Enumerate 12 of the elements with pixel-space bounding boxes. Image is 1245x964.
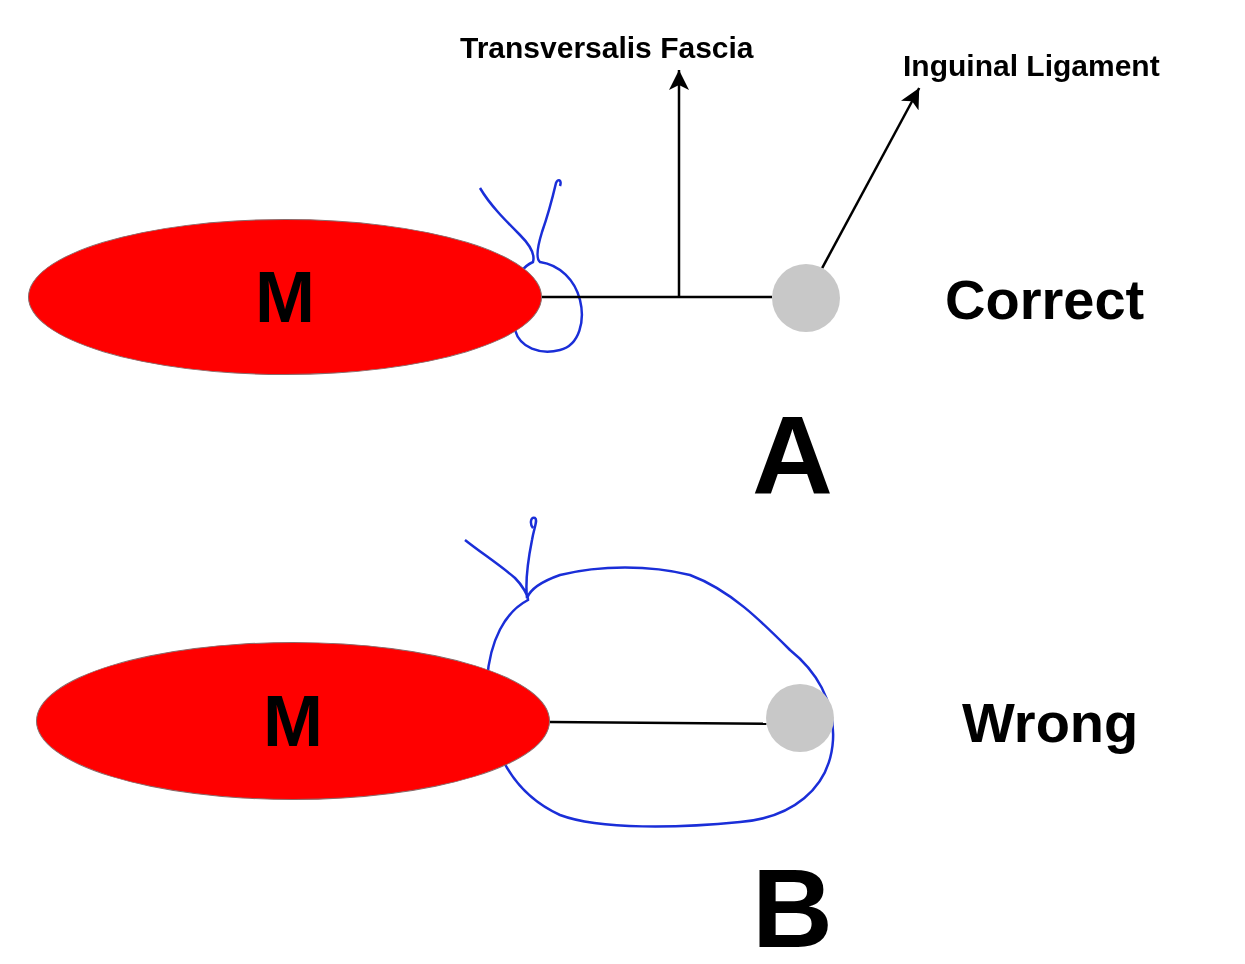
structure-label: Transversalis Fascia (460, 30, 754, 66)
circle-shape (766, 684, 834, 752)
structure-label: Inguinal Ligament (903, 48, 1160, 84)
status-label: Correct (945, 272, 1145, 328)
arrow (821, 87, 921, 269)
node-label: M (255, 261, 315, 333)
connector-line (542, 295, 772, 299)
panel-letter: B (752, 853, 833, 964)
panel-letter: A (752, 400, 833, 512)
arrow (669, 70, 689, 297)
node-label: M (263, 685, 323, 757)
connector-line (549, 720, 767, 725)
